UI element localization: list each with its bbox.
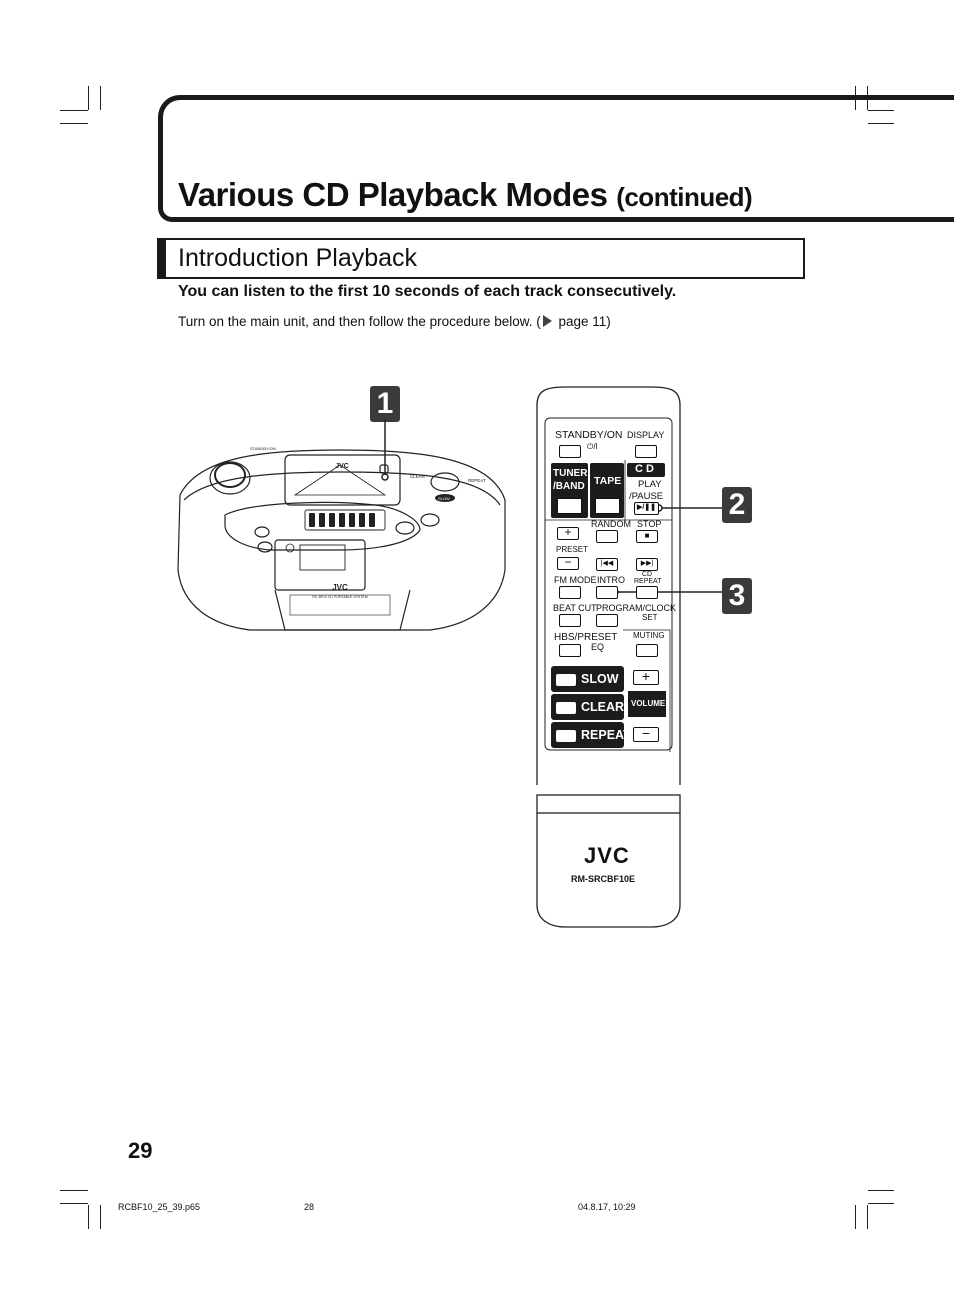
title-continued: (continued)	[616, 182, 753, 212]
remote-label-volume: VOLUME	[631, 699, 666, 708]
page-title: Various CD Playback Modes (continued)	[178, 176, 753, 214]
intro-button[interactable]	[596, 586, 618, 599]
remote-label-hbs-preset: HBS/PRESET	[554, 632, 618, 643]
crop-mark	[868, 110, 894, 111]
tape-key[interactable]: TAPE	[590, 463, 624, 518]
crop-mark	[100, 86, 101, 110]
remote-body	[536, 386, 681, 928]
crop-mark	[88, 86, 89, 110]
remote-label-muting: MUTING	[633, 631, 665, 640]
crop-mark	[868, 1190, 894, 1191]
unit-label-clear: CLEAR	[410, 474, 426, 479]
preset-down-button[interactable]: −	[557, 556, 579, 570]
section-title: Introduction Playback	[178, 244, 418, 272]
remote-label-cd-line: CD	[642, 571, 653, 578]
header-frame	[158, 95, 954, 222]
crop-mark	[868, 123, 894, 124]
preset-up-button[interactable]: +	[557, 526, 579, 540]
tuner-band-key[interactable]: TUNER /BAND	[551, 463, 588, 518]
volume-label-bar: VOLUME	[628, 691, 666, 717]
hbs-preset-eq-button[interactable]	[559, 644, 581, 657]
crop-mark	[88, 1205, 89, 1229]
remote-label-set: SET	[642, 613, 658, 622]
crop-mark	[60, 123, 88, 124]
remote-label-standby: STANDBY/ON	[555, 429, 623, 441]
step-marker-3: 3	[722, 578, 752, 614]
display-button[interactable]	[635, 445, 657, 458]
note-before: Turn on the main unit, and then follow t…	[178, 314, 541, 329]
remote-label-play: PLAY	[638, 479, 662, 490]
remote-label-stop: STOP	[637, 519, 662, 529]
clear-key[interactable]: CLEAR	[551, 694, 624, 720]
unit-model-text: RC-BF10 CD PORTABLE SYSTEM	[312, 595, 367, 599]
crop-mark	[867, 1205, 868, 1229]
unit-brand-front: JVC	[332, 583, 348, 592]
step-marker-1: 1	[370, 386, 400, 422]
beat-cut-button[interactable]	[559, 614, 581, 627]
standby-button[interactable]	[559, 445, 581, 458]
unit-label-standby: STANDBY/ON	[250, 446, 276, 451]
note-after: page 11)	[554, 314, 611, 329]
remote-label-fm-mode: FM MODE	[554, 575, 597, 585]
remote-label-intro: INTRO	[597, 575, 625, 585]
crop-mark	[855, 1205, 856, 1229]
main-unit-illustration: JVC JVC RC-BF10 CD PORTABLE SYSTEM STAND…	[177, 446, 506, 631]
remote-label-display: DISPLAY	[627, 430, 665, 440]
remote-control: STANDBY/ON ⏻/I DISPLAY TUNER /BAND TAPE …	[535, 385, 682, 930]
crop-mark	[100, 1205, 101, 1229]
remote-label-eq: EQ	[591, 642, 605, 652]
remote-label-pause: /PAUSE	[629, 491, 664, 502]
repeat-key[interactable]: REPEAT	[551, 722, 631, 748]
step-marker-2: 2	[722, 487, 752, 523]
remote-label-program-clock: PROGRAM/CLOCK	[596, 603, 677, 613]
next-track-button[interactable]: ▶▶|	[636, 558, 658, 571]
note-text: Turn on the main unit, and then follow t…	[178, 314, 611, 329]
remote-label-cd-repeat: REPEAT	[634, 578, 662, 585]
remote-label-random: RANDOM	[591, 519, 631, 529]
crop-mark	[60, 1203, 88, 1204]
random-button[interactable]	[596, 530, 618, 543]
remote-label-cd: C D	[635, 463, 654, 475]
unit-label-repeat: REPEAT	[468, 478, 486, 483]
footer-page: 28	[304, 1202, 315, 1212]
remote-label-tuner: TUNER	[553, 468, 588, 479]
page-ref-arrow-icon	[542, 315, 552, 327]
fm-mode-button[interactable]	[559, 586, 581, 599]
title-main: Various CD Playback Modes	[178, 176, 608, 213]
remote-label-beat-cut: BEAT CUT	[553, 603, 597, 613]
footer-date: 04.8.17, 10:29	[578, 1202, 636, 1212]
remote-label-preset: PRESET	[556, 545, 589, 554]
cd-play-pause-button[interactable]: ▶/❚❚	[634, 502, 659, 515]
remote-model: RM-SRCBF10E	[571, 874, 636, 884]
volume-down-button[interactable]: −	[633, 726, 659, 742]
previous-track-button[interactable]: |◀◀	[596, 558, 618, 571]
remote-label-standby-symbol: ⏻/I	[587, 442, 598, 451]
slow-key[interactable]: SLOW	[551, 666, 624, 692]
unit-label-slow: SLOW	[438, 496, 450, 501]
stop-button[interactable]: ■	[636, 530, 658, 543]
volume-up-button[interactable]: +	[633, 669, 659, 685]
remote-label-tape: TAPE	[594, 475, 622, 487]
program-clock-button[interactable]	[596, 614, 618, 627]
crop-mark	[60, 1190, 88, 1191]
crop-mark	[868, 1203, 894, 1204]
footer-file: RCBF10_25_39.p65	[118, 1202, 201, 1212]
remote-brand: JVC	[584, 843, 630, 868]
page-number: 29	[128, 1138, 153, 1163]
unit-brand: JVC	[335, 463, 349, 470]
remote-label-band: /BAND	[553, 481, 585, 492]
muting-button[interactable]	[636, 644, 658, 657]
crop-mark	[60, 110, 88, 111]
section-bar	[157, 238, 805, 279]
lead-text: You can listen to the first 10 seconds o…	[178, 283, 677, 300]
cd-repeat-button[interactable]	[636, 586, 658, 599]
cd-key-header: C D	[627, 463, 665, 477]
